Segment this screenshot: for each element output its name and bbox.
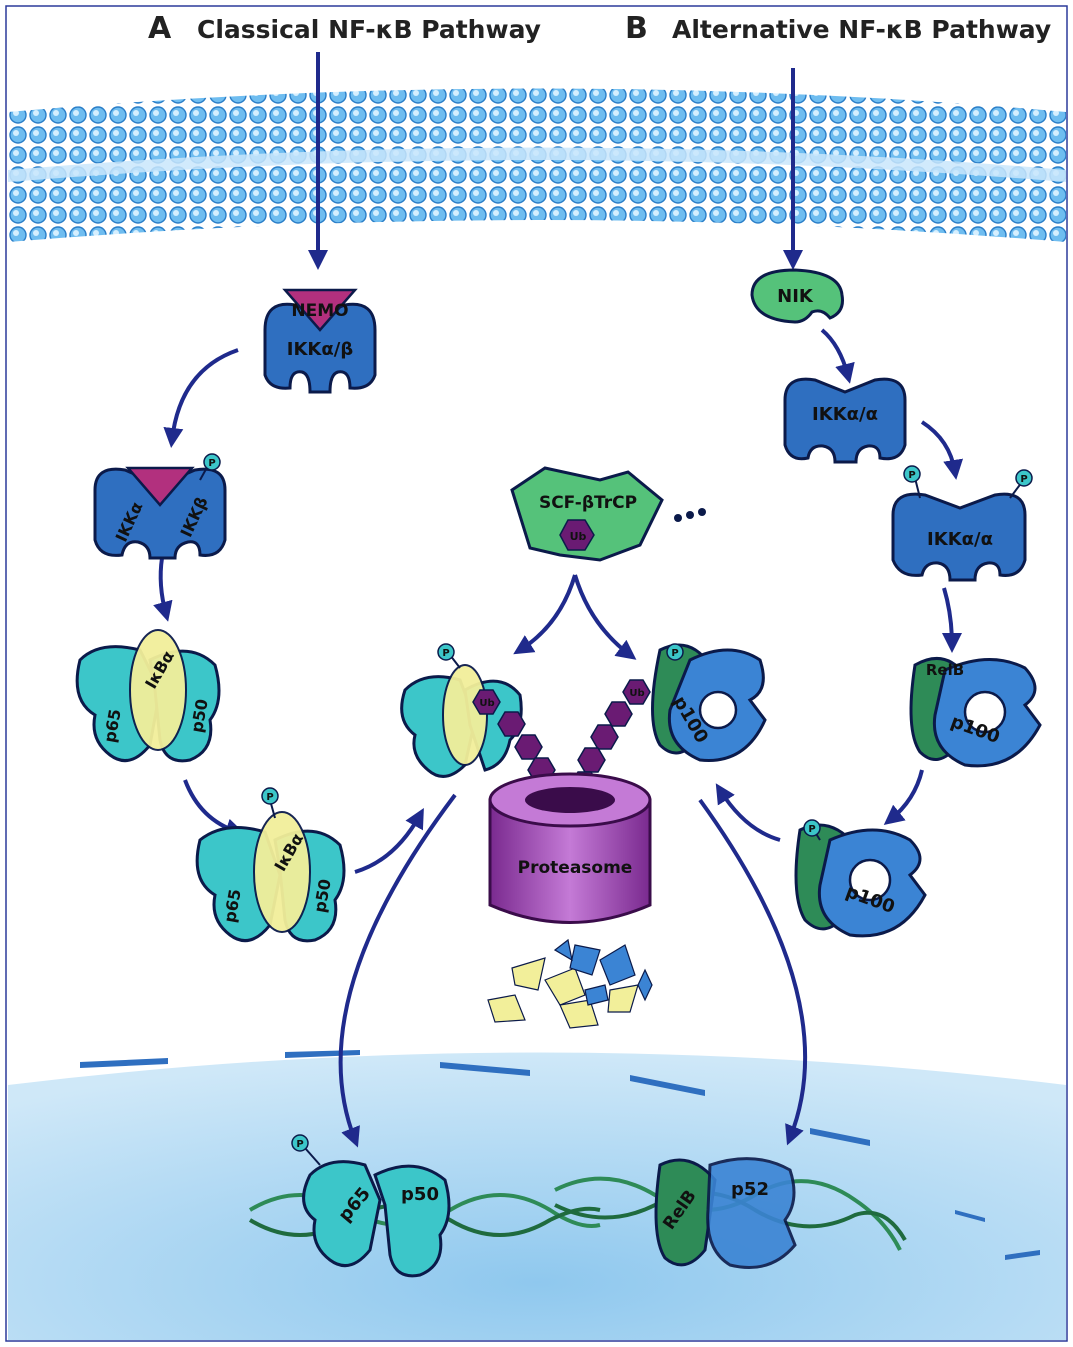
ikk-aa-label: IKKα/α — [812, 404, 878, 425]
phos-label-ikkaa-1: P — [908, 470, 915, 481]
phos-label-ikk: P — [208, 458, 215, 469]
nemo-ikk-complex: NEMO IKKα/β — [265, 290, 375, 392]
panel-b-title: Alternative NF-κB Pathway — [672, 15, 1051, 44]
nik-label: NIK — [777, 286, 814, 307]
ikk-aa-label-2: IKKα/α — [927, 529, 993, 550]
p52-label-dna: p52 — [731, 1179, 769, 1200]
relb-p52-dimer-dna: RelB p52 — [656, 1159, 795, 1268]
ubiquitinated-ikba-complex: P — [402, 644, 522, 776]
panel-a-heading: A Classical NF-κB Pathway — [148, 11, 541, 46]
phos-label-ikba: P — [266, 792, 273, 803]
panel-b-letter: B — [625, 11, 648, 46]
degraded-fragments — [488, 940, 652, 1028]
phospho-ikba-complex: P IκBα p65 p50 — [197, 788, 344, 941]
scf-label: SCF-βTrCP — [539, 493, 637, 513]
p50-label-dna: p50 — [401, 1184, 439, 1205]
phos-label-ikkaa-2: P — [1020, 474, 1027, 485]
ub-label-chain-2: Ub — [629, 688, 644, 699]
scf-btrcp-complex: Ub SCF-βTrCP — [512, 468, 706, 560]
ikba-p65-p50-complex: IκBα p65 p50 — [77, 630, 219, 761]
panel-b-heading: B Alternative NF-κB Pathway — [625, 11, 1051, 46]
ubiquitinated-p100-complex: P p100 — [653, 644, 766, 761]
phos-label-center-p100: P — [671, 648, 678, 659]
panel-a-title: Classical NF-κB Pathway — [197, 15, 541, 44]
phospho-ikk-complex: P IKKα IKKβ — [95, 454, 225, 558]
ub-label-scf: Ub — [570, 530, 587, 543]
phos-label-p100: P — [808, 824, 815, 835]
ub-label-chain: Ub — [479, 698, 494, 709]
proteasome-label: Proteasome — [518, 858, 633, 878]
phospho-ikk-aa-dimer: P P IKKα/α — [893, 466, 1032, 580]
proteasome: Proteasome — [490, 774, 650, 923]
relb-p100-complex: RelB p100 — [911, 658, 1040, 765]
cell-membrane — [8, 89, 1066, 243]
nik-kinase: NIK — [752, 270, 843, 322]
nucleus — [8, 1050, 1066, 1340]
ikk-aa-dimer: IKKα/α — [785, 379, 905, 462]
nemo-label: NEMO — [291, 301, 348, 321]
phos-label-center: P — [442, 648, 449, 659]
ikk-ab-label: IKKα/β — [287, 339, 354, 360]
phos-label-p65-dna: P — [296, 1139, 303, 1150]
panel-a-letter: A — [148, 11, 172, 46]
relb-label-top: RelB — [926, 661, 964, 679]
phospho-relb-p100-complex: P p100 — [796, 820, 925, 936]
